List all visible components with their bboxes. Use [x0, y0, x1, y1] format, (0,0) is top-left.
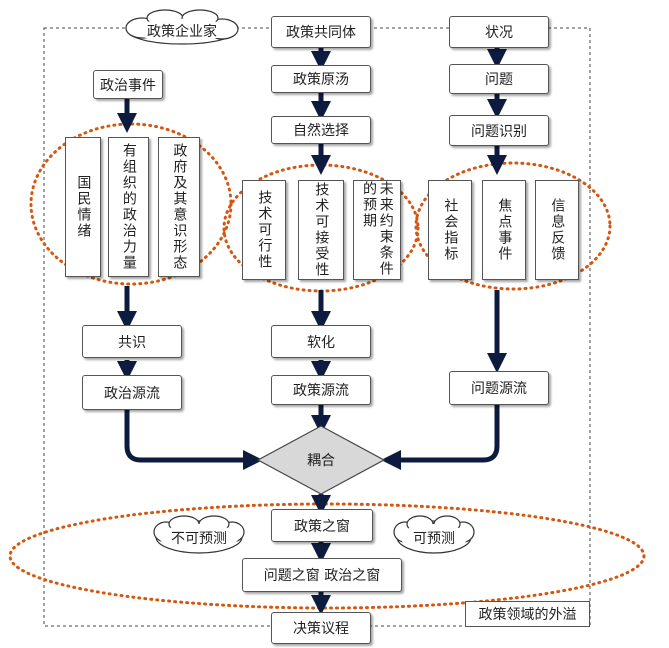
politics-factor-government-ideology: 政府及其意识形态 [158, 137, 200, 277]
problem-box: 问题 [449, 64, 549, 94]
unpredictable-cloud: 不可预测 [171, 531, 227, 547]
arrows-politics [117, 99, 263, 470]
policy-entrepreneur-cloud: 政策企业家 [147, 24, 217, 40]
problem-factor-label: 焦点事件 [496, 198, 513, 262]
problem-factor-social-indicators: 社会指标 [428, 180, 472, 280]
policy-window-box: 政策之窗 [271, 509, 373, 542]
natural-selection-box: 自然选择 [271, 116, 371, 144]
coupling-diamond [256, 425, 386, 495]
problem-identification-box: 问题识别 [449, 115, 549, 146]
politics-factor-organized-forces: 有组织的政治力量 [108, 137, 149, 277]
sub-windows-box: 问题之窗 政治之窗 [242, 558, 402, 592]
entrepreneur-cloud-shape [125, 9, 239, 45]
policy-factor-technical-acceptability: 技术可接受性 [298, 180, 344, 280]
politics-factor-label: 政府及其意识形态 [171, 143, 188, 271]
coupling-label: 耦合 [307, 453, 335, 469]
predictable-cloud: 可预测 [413, 531, 455, 547]
problem-stream-box: 问题源流 [449, 371, 549, 405]
predictable-cloud-shape [393, 515, 475, 554]
policy-community-box: 政策共同体 [271, 16, 371, 48]
softening-box: 软化 [271, 325, 371, 358]
policy-factor-label: 技术可行性 [256, 190, 273, 270]
political-event-box: 政治事件 [93, 70, 163, 99]
politics-factor-label: 国民情绪 [75, 175, 92, 239]
politics-factor-label: 有组织的政治力量 [120, 143, 137, 271]
policy-factor-label: 技术可接受性 [313, 182, 330, 278]
consensus-box: 共识 [82, 325, 182, 358]
policy-primeval-soup-box: 政策原汤 [271, 65, 371, 93]
policy-factor-technical-feasibility: 技术可行性 [242, 180, 286, 280]
politics-factor-national-mood: 国民情绪 [65, 137, 101, 277]
policy-stream-box: 政策源流 [271, 375, 371, 405]
situation-box: 状况 [449, 16, 549, 48]
decision-agenda-box: 决策议程 [271, 612, 371, 644]
problem-factor-label: 社会指标 [442, 198, 459, 262]
problem-factor-feedback: 信息反馈 [535, 180, 579, 280]
political-stream-box: 政治源流 [82, 375, 182, 410]
policy-factor-future-constraints: 未来约束条件的预期 [353, 180, 401, 280]
unpredictable-cloud-shape [153, 515, 245, 554]
problem-factor-ellipse [414, 161, 612, 291]
policy-spillover-box: 政策领域的外溢 [465, 601, 590, 627]
problem-factor-focusing-events: 焦点事件 [482, 180, 526, 280]
policy-factor-label: 未来约束条件的预期 [361, 181, 394, 277]
problem-factor-label: 信息反馈 [549, 198, 566, 262]
arrows-problem [381, 48, 507, 470]
